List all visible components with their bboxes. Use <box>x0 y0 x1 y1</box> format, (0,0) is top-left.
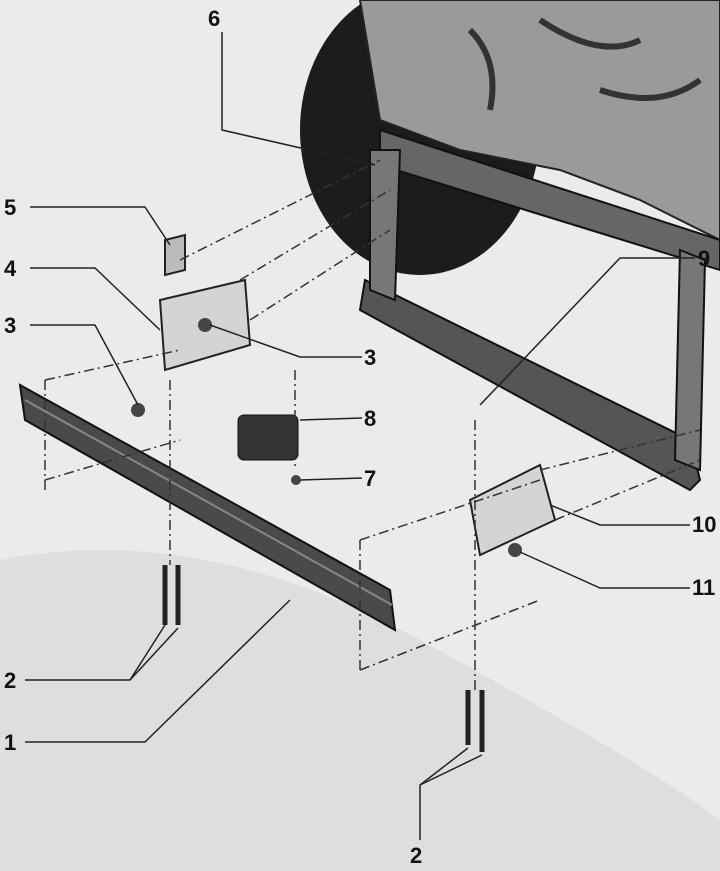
alignment-lines <box>44 159 701 690</box>
horn-unit <box>237 414 299 461</box>
bumper-reinforcement-bar <box>18 383 397 632</box>
callout-2-left: 2 <box>4 668 17 693</box>
right-bracket <box>468 463 557 557</box>
callout-4: 4 <box>4 256 17 281</box>
studs <box>162 565 485 752</box>
callout-11: 11 <box>692 575 716 600</box>
callout-8: 8 <box>364 406 377 431</box>
callout-3-right: 3 <box>364 345 377 370</box>
callout-7: 7 <box>364 466 377 491</box>
engine-assembly <box>358 0 720 242</box>
callout-5: 5 <box>4 195 17 220</box>
lower-crossmember <box>358 278 702 492</box>
callout-2-bottom: 2 <box>410 843 423 868</box>
callout-3-left: 3 <box>4 313 17 338</box>
callout-9: 9 <box>698 246 711 271</box>
bolt <box>508 543 522 557</box>
bolt <box>291 475 301 485</box>
bolt <box>131 403 145 417</box>
bolt <box>198 318 212 332</box>
leader-lines <box>25 32 695 840</box>
callout-6: 6 <box>208 6 221 31</box>
callout-10: 10 <box>692 512 717 537</box>
background-shading <box>0 550 720 871</box>
callout-1: 1 <box>4 730 17 755</box>
